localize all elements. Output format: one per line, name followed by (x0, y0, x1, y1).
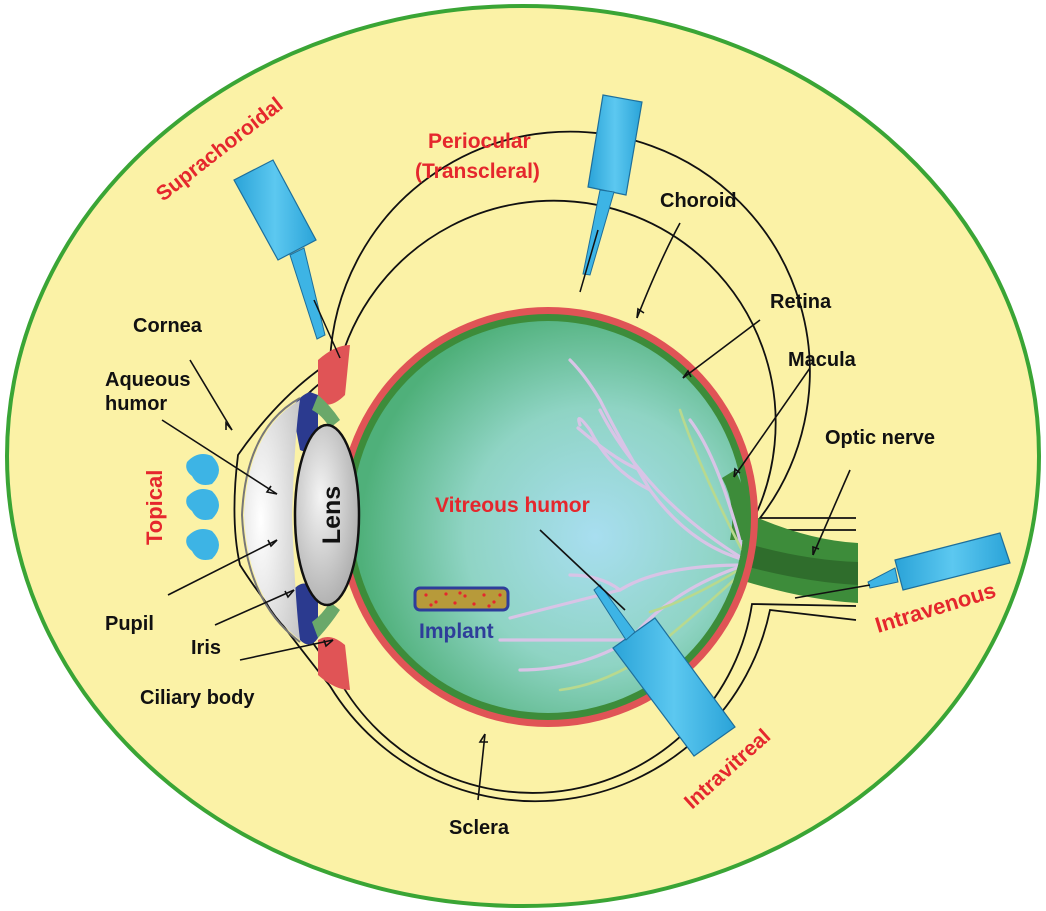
periocular-label-line2: (Transcleral) (415, 160, 540, 183)
iris-label: Iris (191, 637, 221, 659)
periocular-label-line1: Periocular (428, 130, 531, 153)
macula-label: Macula (788, 349, 857, 371)
cornea-label: Cornea (133, 315, 203, 337)
lens-label: Lens (318, 486, 346, 544)
aqueous-humor-label-line1: Aqueous (105, 369, 191, 391)
topical-label: Topical (142, 470, 167, 545)
sclera-label: Sclera (449, 817, 510, 839)
implant-label: Implant (419, 620, 494, 643)
vitreous-humor-label: Vitreous humor (435, 494, 590, 517)
pupil-label: Pupil (105, 613, 154, 635)
ciliary-body-label: Ciliary body (140, 687, 255, 709)
choroid-label: Choroid (660, 190, 737, 212)
retina-label: Retina (770, 291, 832, 313)
aqueous-humor-label-line2: humor (105, 393, 167, 415)
optic-nerve-label: Optic nerve (825, 427, 935, 449)
implant-icon (415, 588, 508, 610)
